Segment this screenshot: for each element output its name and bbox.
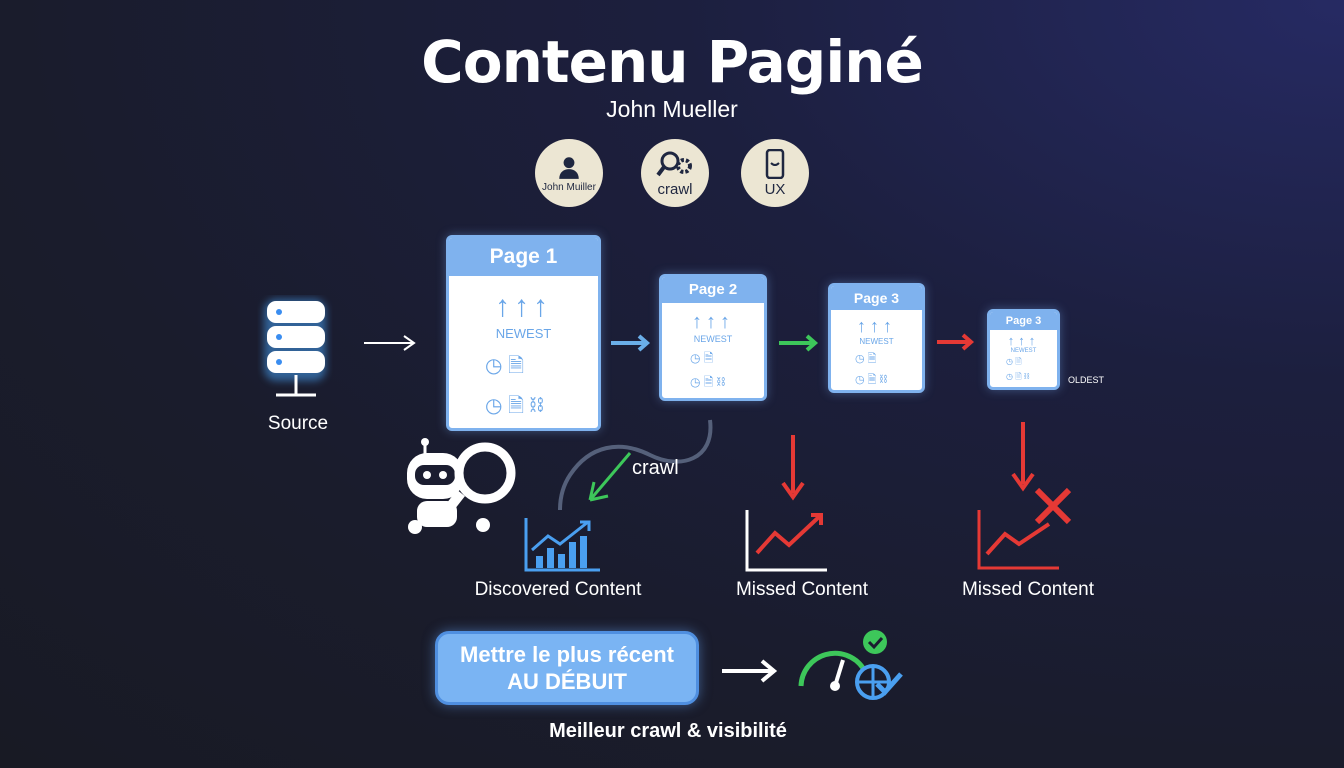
outcome-label-missed-2: Missed Content — [961, 579, 1094, 600]
clock-doc-icons: ◷ 🗎 — [855, 353, 877, 365]
clock-doc-link-icons: ◷ 🗎 ⛓ — [1006, 372, 1030, 381]
search-gear-icon — [656, 151, 692, 176]
badge-author: John Muiller — [535, 139, 603, 207]
robot-magnifier-icon — [407, 438, 516, 534]
page-card-3: Page 3 ↑↑↑ NEWEST ◷ 🗎 ◷ 🗎 ⛓ — [828, 283, 925, 393]
badge-ux: UX — [741, 139, 809, 207]
page-card-4: Page 3 ↑↑↑ NEWEST ◷ 🗎 ◷ 🗎 ⛓ — [987, 309, 1060, 390]
up-arrows-icon: ↑↑↑ — [495, 290, 552, 323]
badge-label: UX — [764, 180, 786, 198]
cta-line1: Mettre le plus récent — [460, 642, 674, 667]
speed-gauge-check-icon — [798, 630, 903, 700]
page-tag: NEWEST — [859, 337, 894, 346]
cta-line2: AU DÉBUIT — [507, 669, 627, 694]
oldest-label: OLDEST — [1068, 375, 1105, 385]
page-tag: NEWEST — [693, 334, 733, 344]
clock-doc-icons: ◷ 🗎 — [1006, 357, 1022, 366]
page-tag: NEWEST — [495, 326, 552, 341]
clock-doc-link-icons: ◷ 🗎 ⛓ — [485, 395, 544, 417]
clock-doc-icons: ◷ 🗎 — [690, 351, 714, 365]
source-label: Source — [267, 413, 329, 434]
up-arrows-icon: ↑↑↑ — [1007, 333, 1040, 348]
page-title: Page 3 — [990, 312, 1057, 330]
up-arrows-icon: ↑↑↑ — [857, 316, 896, 336]
page-title: Contenu Paginé — [421, 28, 924, 96]
smartphone-icon — [765, 148, 785, 179]
person-icon — [559, 156, 579, 179]
crawl-path — [558, 419, 713, 511]
clock-doc-icons: ◷ 🗎 — [485, 355, 525, 377]
growth-chart-icon — [524, 518, 600, 572]
badge-crawl: crawl — [641, 139, 709, 207]
cta-latest-first: Mettre le plus récent AU DÉBUIT — [435, 631, 699, 705]
subtitle: John Mueller — [606, 96, 738, 122]
page-title: Page 1 — [449, 238, 598, 276]
clock-doc-link-icons: ◷ 🗎 ⛓ — [690, 375, 726, 389]
missed-chart-cross-icon — [977, 422, 1072, 570]
page-card-1: Page 1 ↑↑↑ NEWEST ◷ 🗎 ◷ 🗎 ⛓ — [446, 235, 601, 431]
outcome-label-missed-1: Missed Content — [735, 579, 868, 600]
badge-label: crawl — [657, 180, 693, 198]
up-arrows-icon: ↑↑↑ — [692, 311, 734, 333]
page-tag: NEWEST — [1010, 348, 1037, 354]
arrow-right-icon — [722, 659, 778, 683]
arrow-right-blue-icon — [611, 334, 651, 352]
page-title: Page 3 — [831, 286, 922, 310]
outcome-label-discovered: Discovered Content — [474, 579, 642, 600]
arrow-right-green-icon — [779, 334, 819, 352]
missed-chart-icon — [745, 435, 827, 572]
badge-label: John Muiller — [542, 181, 596, 193]
result-label: Meilleur crawl & visibilité — [549, 720, 787, 742]
clock-doc-link-icons: ◷ 🗎 ⛓ — [855, 374, 888, 386]
arrow-right-icon — [364, 335, 416, 351]
arrow-right-red-icon — [937, 333, 975, 351]
database-server-icon — [264, 299, 326, 397]
crawl-label: crawl — [632, 457, 679, 479]
page-card-2: Page 2 ↑↑↑ NEWEST ◷ 🗎 ◷ 🗎 ⛓ — [659, 274, 767, 401]
page-title: Page 2 — [662, 277, 764, 303]
